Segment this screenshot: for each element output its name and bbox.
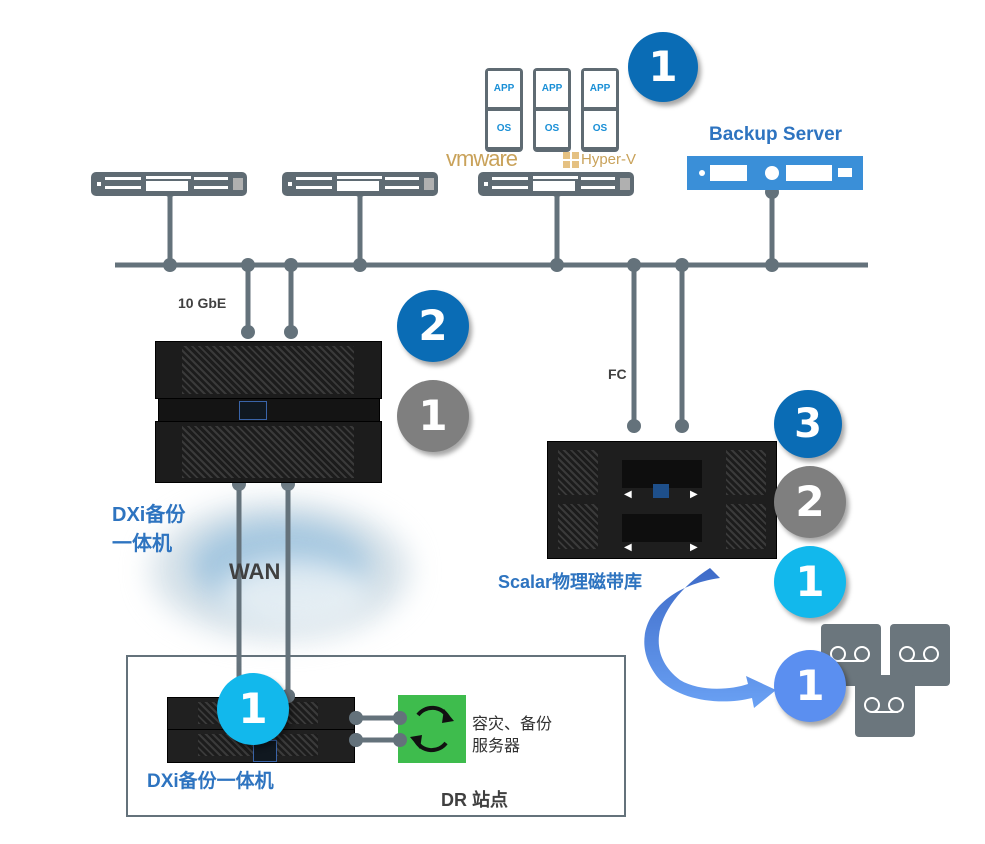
node [163, 258, 177, 272]
server-rack-icon [91, 172, 247, 196]
link-wan-label: WAN [229, 559, 281, 584]
badge-dxi-1: 1 [397, 380, 469, 452]
badge-scalar-2: 2 [774, 466, 846, 538]
scalar-label: Scalar物理磁带库 [498, 572, 643, 592]
link-10gbe-label: 10 GbE [178, 295, 227, 311]
backup-server-icon [687, 156, 863, 190]
badge-dxi-2: 2 [397, 290, 469, 362]
sync-arrows-icon [398, 695, 466, 763]
vm-os-label: OS [488, 111, 520, 147]
node [353, 258, 367, 272]
vmware-logo: vmware [446, 146, 518, 171]
badge-tape-1: 1 [774, 650, 846, 722]
node [675, 419, 689, 433]
dr-server-label-line2: 服务器 [472, 738, 521, 755]
node [627, 419, 641, 433]
dxi-dr-label: DXi备份一体机 [147, 771, 274, 792]
node [550, 258, 564, 272]
node [627, 258, 641, 272]
tape-cartridge-icon [855, 675, 915, 737]
node [675, 258, 689, 272]
badge-scalar-3: 3 [774, 390, 842, 458]
vm-icon: APP OS [485, 68, 523, 152]
node [241, 325, 255, 339]
badge-virtual-1: 1 [628, 32, 698, 102]
server-rack-icon [478, 172, 634, 196]
vm-os-label: OS [536, 111, 568, 147]
server-rack-icon [282, 172, 438, 196]
dxi-primary-label-line1: DXi备份 [112, 504, 186, 526]
dr-server-label-line1: 容灾、备份 [472, 716, 553, 733]
badge-dr-1: 1 [217, 673, 289, 745]
backup-server-label: Backup Server [709, 124, 843, 145]
hyperv-logo: Hyper-V [581, 151, 637, 168]
vm-app-label: APP [488, 71, 520, 107]
node [284, 325, 298, 339]
vm-icon: APP OS [533, 68, 571, 152]
node [284, 258, 298, 272]
vm-app-label: APP [584, 71, 616, 107]
node [765, 258, 779, 272]
badge-scalar-1: 1 [774, 546, 846, 618]
vm-app-label: APP [536, 71, 568, 107]
windows-logo-icon [563, 152, 579, 168]
dxi-primary-label-line2: 一体机 [112, 533, 172, 555]
vm-os-label: OS [584, 111, 616, 147]
dr-site-label: DR 站点 [441, 790, 508, 810]
link-fc-label: FC [608, 366, 627, 382]
dr-site-box [126, 655, 626, 817]
vm-icon: APP OS [581, 68, 619, 152]
node [241, 258, 255, 272]
